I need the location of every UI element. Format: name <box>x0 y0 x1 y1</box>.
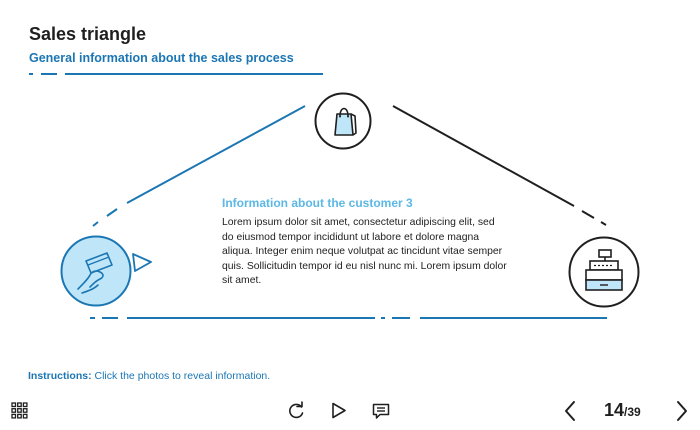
info-heading: Information about the customer 3 <box>222 196 413 210</box>
instructions: Instructions: Click the photos to reveal… <box>28 370 270 382</box>
instructions-text: Click the photos to reveal information. <box>91 370 271 382</box>
card-payment-icon <box>60 235 132 307</box>
replay-icon[interactable] <box>287 401 305 421</box>
info-panel: Information about the customer 3 Lorem i… <box>222 196 507 289</box>
chevron-left-icon[interactable] <box>563 400 577 422</box>
play-icon[interactable] <box>331 402 347 419</box>
info-body: Lorem ipsum dolor sit amet, consectetur … <box>222 217 507 287</box>
notes-icon[interactable] <box>372 403 390 420</box>
page-total: /39 <box>624 405 641 419</box>
title-underline <box>29 73 323 75</box>
page-subtitle: General information about the sales proc… <box>29 51 294 65</box>
card-payment-node[interactable] <box>60 235 132 307</box>
active-pointer-icon <box>132 253 152 272</box>
page-current: 14 <box>604 400 625 420</box>
cash-register-node[interactable] <box>568 236 640 308</box>
cash-register-icon <box>568 236 640 308</box>
chevron-right-icon[interactable] <box>675 400 689 422</box>
shopping-bag-node[interactable] <box>314 92 372 150</box>
shopping-bag-icon <box>314 92 372 150</box>
instructions-label: Instructions: <box>28 370 92 382</box>
page-title: Sales triangle <box>29 24 147 44</box>
grid-menu-icon[interactable] <box>11 402 28 419</box>
page-counter: 14/39 <box>604 400 641 421</box>
